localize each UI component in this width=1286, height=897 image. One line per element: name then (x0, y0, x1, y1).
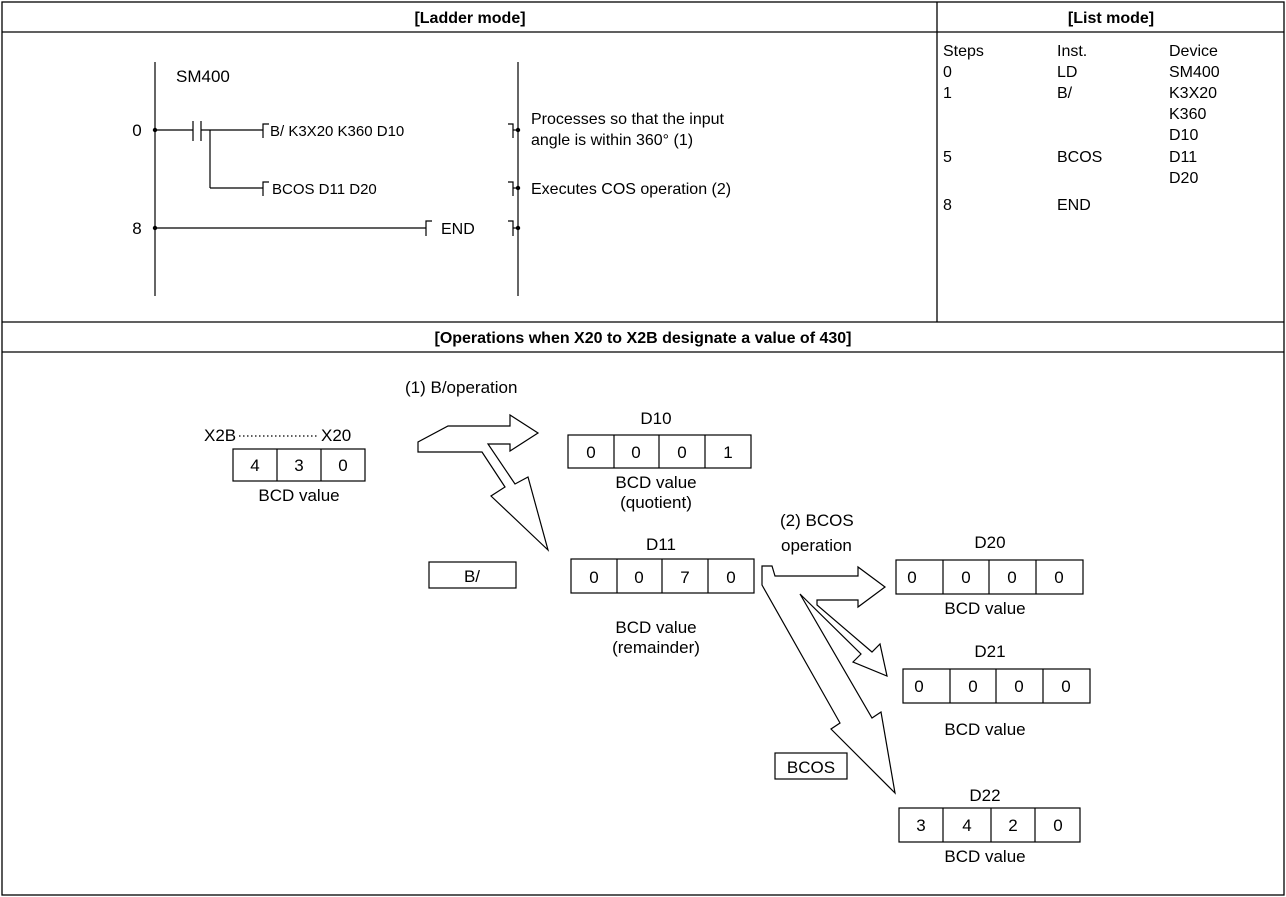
list-step: 0 (943, 64, 952, 81)
d20-register (895, 559, 1084, 595)
operations-diagram: X2B X20 4 3 0 BCD value (1) B/operation … (204, 378, 1091, 866)
d21-label: D21 (974, 642, 1005, 661)
d20-caption: BCD value (944, 599, 1025, 618)
input-digit: 3 (294, 456, 303, 475)
bdiv-instruction-label: B/ (464, 567, 480, 586)
list-column-inst: Inst. (1057, 43, 1087, 60)
input-register (232, 448, 366, 482)
d22-digit: 2 (1008, 816, 1017, 835)
bcos-instruction-box (774, 752, 848, 780)
comment-1-line2: angle is within 360° (1) (531, 132, 693, 149)
d10-caption-quotient: (quotient) (620, 493, 692, 512)
list-device: SM400 (1169, 64, 1220, 81)
d22-caption: BCD value (944, 847, 1025, 866)
list-step: 8 (943, 197, 952, 214)
list-column-device: Device (1169, 43, 1218, 60)
input-label-x2b: X2B (204, 426, 236, 445)
list-device: D10 (1169, 127, 1198, 144)
bcos-split-arrow (761, 565, 896, 795)
d10-digit: 0 (677, 443, 686, 462)
input-digit: 0 (338, 456, 347, 475)
d11-caption-remainder: (remainder) (612, 638, 700, 657)
list-device: D20 (1169, 170, 1198, 187)
list-inst: BCOS (1057, 149, 1102, 166)
bdiv-split-arrow (417, 413, 550, 552)
list-device: K3X20 (1169, 85, 1217, 102)
step-2-label-operation: operation (781, 536, 852, 555)
list-inst: LD (1057, 64, 1077, 81)
d21-digit: 0 (968, 677, 977, 696)
operations-header: [Operations when X20 to X2B designate a … (434, 330, 851, 347)
d11-register (570, 558, 755, 594)
comment-1-line1: Processes so that the input (531, 111, 725, 128)
d22-digit: 3 (916, 816, 925, 835)
d10-label: D10 (640, 409, 671, 428)
ladder-lines (154, 62, 519, 296)
input-caption: BCD value (258, 486, 339, 505)
bdiv-instruction-box (428, 561, 517, 589)
input-label-x20: X20 (321, 426, 351, 445)
step-2-label: (2) BCOS (780, 511, 854, 530)
d10-digit: 0 (631, 443, 640, 462)
instruction-end: END (441, 221, 475, 238)
d22-digit: 0 (1053, 816, 1062, 835)
list-mode-table: Steps Inst. Device 0 LD SM400 1 B/ K3X20… (943, 43, 1220, 214)
step-number-8: 8 (132, 219, 141, 238)
d20-digit: 0 (907, 568, 916, 587)
list-step: 1 (943, 85, 952, 102)
d11-digit: 0 (634, 568, 643, 587)
d20-label: D20 (974, 533, 1005, 552)
list-device: D11 (1169, 149, 1197, 166)
instruction-bdiv: B/ K3X20 K360 D10 (270, 123, 404, 140)
instruction-bcos: BCOS D11 D20 (272, 181, 377, 198)
d21-digit: 0 (914, 677, 923, 696)
d22-label: D22 (969, 786, 1000, 805)
bcos-instruction-label: BCOS (787, 758, 835, 777)
d21-caption: BCD value (944, 720, 1025, 739)
d22-digit: 4 (962, 816, 971, 835)
d11-digit: 0 (589, 568, 598, 587)
d11-digit: 7 (680, 568, 689, 587)
list-inst: B/ (1057, 85, 1073, 102)
list-inst: END (1057, 197, 1091, 214)
d11-digit: 0 (726, 568, 735, 587)
d10-digit: 0 (586, 443, 595, 462)
list-device: K360 (1169, 106, 1206, 123)
d21-digit: 0 (1014, 677, 1023, 696)
d10-caption: BCD value (615, 473, 696, 492)
ladder-mode-header: [Ladder mode] (414, 10, 525, 27)
d20-digit: 0 (961, 568, 970, 587)
d11-caption: BCD value (615, 618, 696, 637)
d10-register (567, 434, 752, 469)
step-number-0: 0 (132, 121, 141, 140)
list-column-steps: Steps (943, 43, 984, 60)
contact-label: SM400 (176, 67, 230, 86)
d22-register (898, 807, 1081, 843)
comment-2: Executes COS operation (2) (531, 181, 731, 198)
ladder-diagram: 0 8 SM400 B/ K3X20 K360 D10 BCOS D11 D20… (132, 62, 731, 296)
input-digit: 4 (250, 456, 259, 475)
d11-label: D11 (646, 535, 676, 554)
d20-digit: 0 (1054, 568, 1063, 587)
list-mode-header: [List mode] (1068, 10, 1154, 27)
step-1-label: (1) B/operation (405, 378, 517, 397)
d21-digit: 0 (1061, 677, 1070, 696)
d21-register (902, 668, 1091, 704)
d10-digit: 1 (723, 443, 732, 462)
list-step: 5 (943, 149, 952, 166)
d20-digit: 0 (1007, 568, 1016, 587)
